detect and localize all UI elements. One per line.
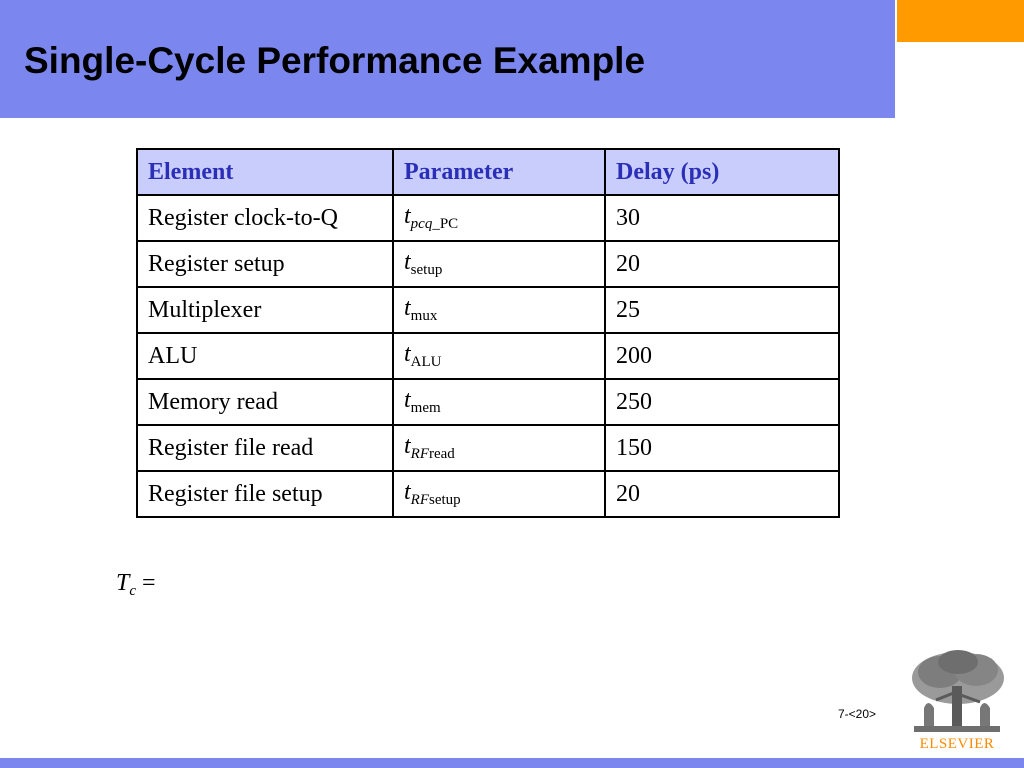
title-bar: Single-Cycle Performance Example [0, 0, 895, 118]
param-sub-italic: pcq [410, 216, 433, 232]
param-base: t [404, 295, 411, 321]
param-sub-text: mux [410, 308, 438, 324]
page-number: 7-<20> [838, 707, 877, 721]
param-sub-text: mem [410, 400, 441, 416]
param-base: t [404, 249, 411, 275]
param-subscript: RFsetup [411, 492, 461, 508]
param-subscript: mux [411, 308, 438, 324]
table-row: ALU tALU 200 [136, 332, 840, 380]
cell-parameter: tRFread [392, 424, 606, 472]
param-subscript: setup [411, 262, 443, 278]
param-base: t [404, 433, 411, 459]
param-sub-italic: RF [410, 446, 429, 462]
cell-element: Memory read [136, 378, 394, 426]
param-subscript: ALU [411, 354, 442, 370]
cell-parameter: tpcq_PC [392, 194, 606, 242]
param-subscript: RFread [411, 446, 455, 462]
cell-element: Register file read [136, 424, 394, 472]
slide-title: Single-Cycle Performance Example [24, 40, 646, 81]
cell-parameter: tRFsetup [392, 470, 606, 518]
table-row: Memory read tmem 250 [136, 378, 840, 426]
param-sub-text: setup [410, 262, 443, 278]
cell-parameter: tsetup [392, 240, 606, 288]
param-sub-text: _PC [432, 216, 459, 232]
cell-parameter: tmux [392, 286, 606, 334]
equation-rest: = [136, 570, 156, 596]
header-delay: Delay (ps) [604, 148, 840, 196]
param-subscript: mem [411, 400, 441, 416]
header-element: Element [136, 148, 394, 196]
elsevier-tree-logo-icon [906, 648, 1008, 756]
cell-parameter: tALU [392, 332, 606, 380]
cell-delay: 250 [604, 378, 840, 426]
elsevier-wordmark: ELSEVIER [919, 736, 995, 752]
table-row: Register clock-to-Q tpcq_PC 30 [136, 194, 840, 242]
param-base: t [404, 341, 411, 367]
table-row: Register file read tRFread 150 [136, 424, 840, 472]
table-row: Register file setup tRFsetup 20 [136, 470, 840, 518]
cell-delay: 150 [604, 424, 840, 472]
right-band [897, 42, 1024, 758]
param-sub-text: setup [429, 492, 461, 508]
param-subscript: pcq_PC [411, 216, 459, 232]
table-header-row: Element Parameter Delay (ps) [136, 148, 840, 196]
cell-delay: 200 [604, 332, 840, 380]
table-row: Register setup tsetup 20 [136, 240, 840, 288]
orange-accent-block [897, 0, 1024, 42]
cell-element: ALU [136, 332, 394, 380]
bottom-band [0, 758, 1024, 768]
param-sub-text: read [429, 446, 455, 462]
header-parameter: Parameter [392, 148, 606, 196]
cell-element: Register setup [136, 240, 394, 288]
equation-base: T [116, 570, 130, 596]
param-base: t [404, 203, 411, 229]
cell-element: Register file setup [136, 470, 394, 518]
cycle-time-equation: Tc = [116, 570, 156, 600]
cell-element: Register clock-to-Q [136, 194, 394, 242]
delay-table: Element Parameter Delay (ps) Register cl… [136, 148, 840, 518]
cell-delay: 30 [604, 194, 840, 242]
equation-subscript: c [129, 583, 137, 599]
cell-delay: 20 [604, 470, 840, 518]
cell-element: Multiplexer [136, 286, 394, 334]
table-row: Multiplexer tmux 25 [136, 286, 840, 334]
param-sub-italic: RF [410, 492, 429, 508]
cell-delay: 25 [604, 286, 840, 334]
param-base: t [404, 479, 411, 505]
param-sub-text: ALU [410, 354, 442, 370]
cell-delay: 20 [604, 240, 840, 288]
param-base: t [404, 387, 411, 413]
cell-parameter: tmem [392, 378, 606, 426]
